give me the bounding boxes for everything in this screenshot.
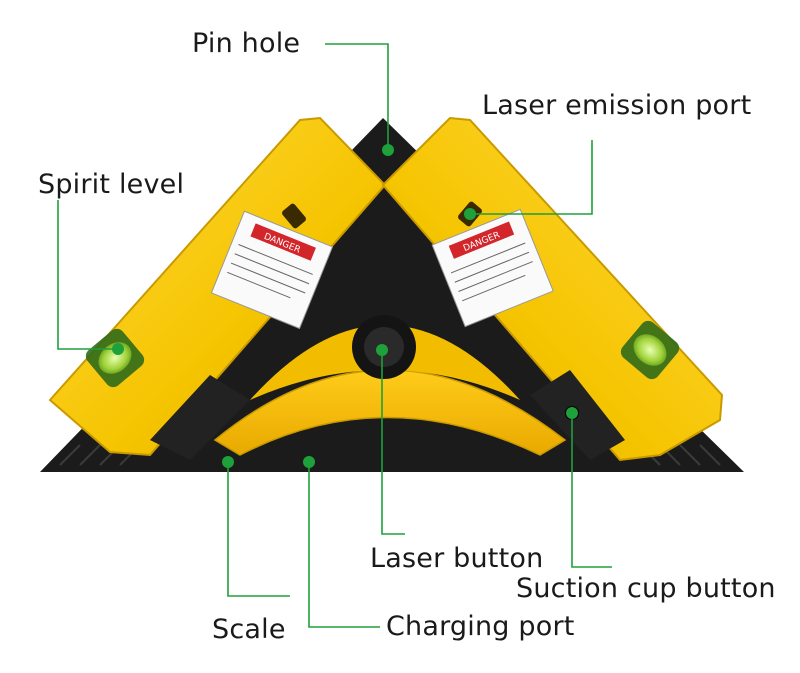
left-warning-label: DANGER <box>210 210 334 330</box>
leader-scale <box>227 462 290 597</box>
leader-spirit-level <box>57 200 118 350</box>
leader-laser-emission <box>470 140 593 215</box>
leader-charging-port <box>308 462 380 628</box>
scale-arc <box>213 369 567 456</box>
label-spirit-level: Spirit level <box>38 169 185 200</box>
left-emission-slot <box>282 203 306 229</box>
leader-lines <box>57 43 612 628</box>
right-spirit-level <box>620 320 680 380</box>
label-suction-cup-button: Suction cup button <box>516 573 776 604</box>
leader-laser-button <box>381 350 405 535</box>
label-pin-hole: Pin hole <box>192 28 301 59</box>
label-laser-emission-port: Laser emission port <box>482 90 752 121</box>
label-scale: Scale <box>212 614 286 645</box>
leader-pin-hole <box>325 43 389 150</box>
leader-dots <box>112 144 578 468</box>
label-laser-button: Laser button <box>370 543 544 574</box>
right-warning-label: DANGER <box>431 208 554 328</box>
leader-suction-cup <box>571 413 612 568</box>
label-charging-port: Charging port <box>386 611 575 642</box>
left-corner-cap <box>150 375 250 460</box>
